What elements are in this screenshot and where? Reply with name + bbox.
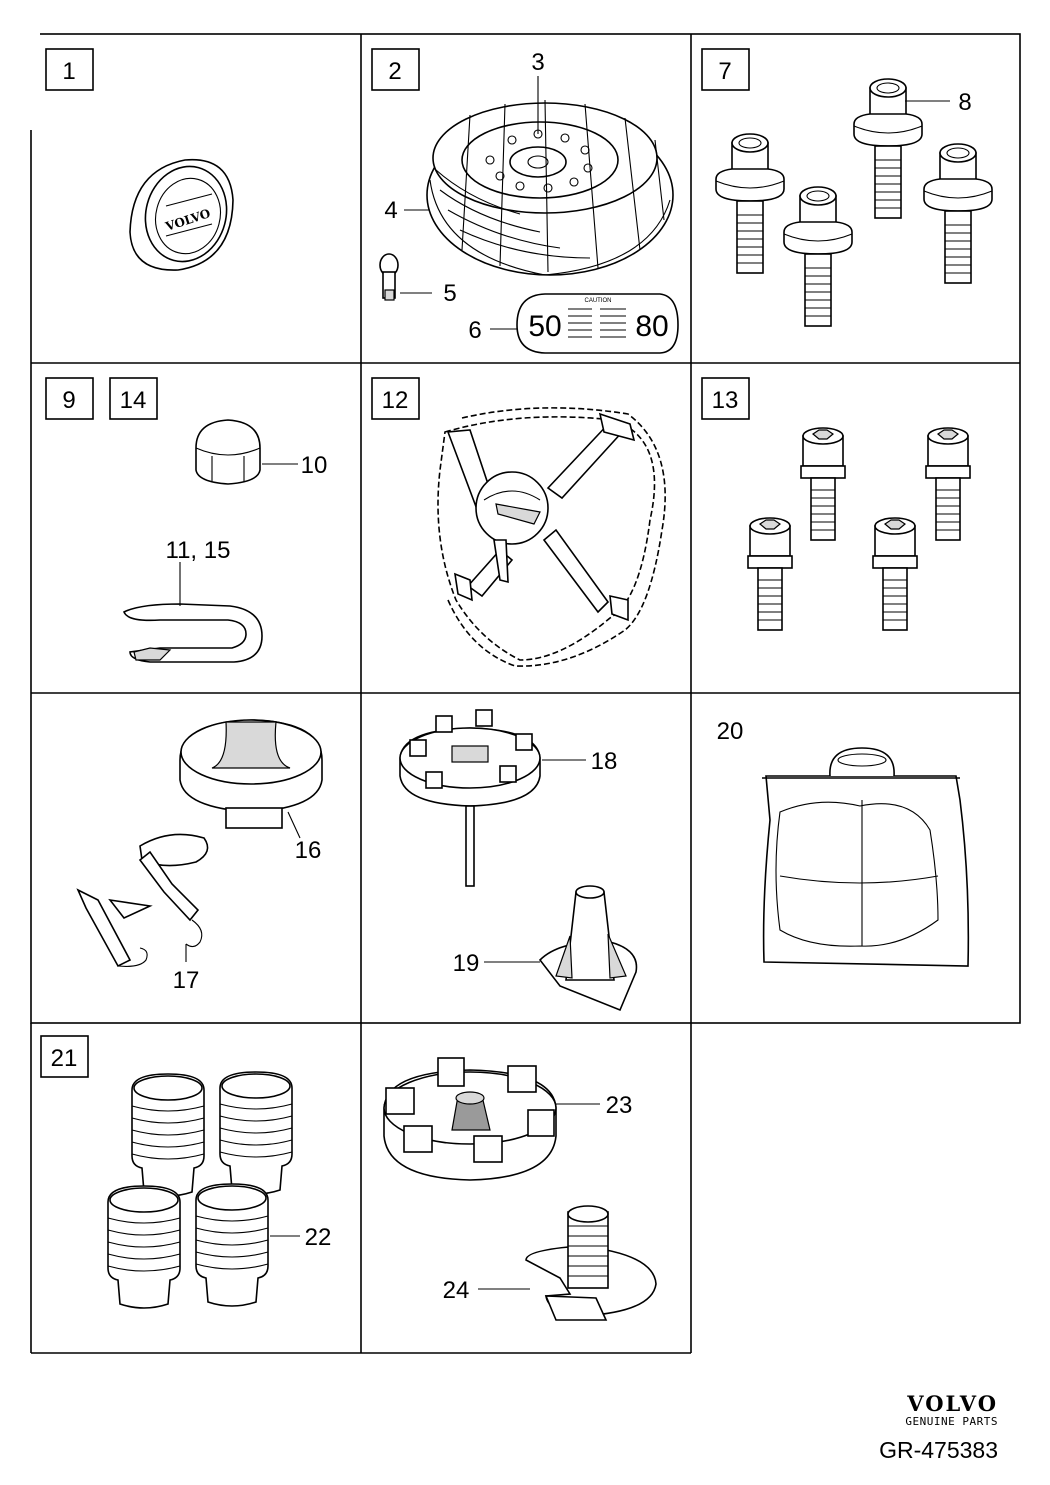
panel-9-14: 9 14 10 11, 15 bbox=[45, 377, 328, 663]
lock-bolt-icon bbox=[925, 427, 971, 541]
lock-bolt-icon bbox=[800, 427, 846, 541]
bolt-cap-icon bbox=[195, 419, 261, 485]
callout-3: 3 bbox=[531, 49, 544, 76]
callout-19: 19 bbox=[453, 950, 480, 977]
panel-number: 12 bbox=[382, 387, 409, 414]
panel-number: 2 bbox=[388, 58, 401, 85]
panel-18-19: 18 19 bbox=[399, 709, 638, 1012]
panel-number: 9 bbox=[62, 387, 75, 414]
decal-heading: CAUTION bbox=[585, 298, 612, 304]
decal-speed-right: 80 bbox=[635, 310, 668, 343]
panel-number-box bbox=[40, 1035, 89, 1078]
wing-nut-icon bbox=[525, 1205, 657, 1321]
storage-bag-icon bbox=[762, 747, 970, 967]
valve-cap-icon bbox=[195, 1183, 269, 1307]
panel-2: 2 3 4 5 bbox=[371, 48, 679, 354]
decal-speed-left: 50 bbox=[528, 310, 561, 343]
panel-number-box bbox=[701, 48, 750, 91]
panel-number-box bbox=[109, 377, 158, 420]
lock-bolt-icon bbox=[747, 517, 793, 631]
callout-8: 8 bbox=[958, 89, 971, 116]
callout-16: 16 bbox=[295, 837, 322, 864]
valve-icon bbox=[379, 253, 399, 301]
callout-11-15: 11, 15 bbox=[166, 537, 231, 564]
wheel-holder-icon bbox=[383, 1057, 557, 1181]
panel-number-box bbox=[45, 48, 94, 91]
lock-bolt-icon bbox=[872, 517, 918, 631]
wheel-bolt-icon bbox=[923, 143, 993, 284]
callout-17: 17 bbox=[173, 967, 200, 994]
panel-number: 21 bbox=[51, 1045, 78, 1072]
hub-cap-icon: VOLVO bbox=[129, 158, 234, 271]
panel-number-box bbox=[371, 48, 420, 91]
valve-cap-icon bbox=[131, 1073, 205, 1197]
genuine-parts-tagline: GENUINE PARTS bbox=[905, 1415, 998, 1428]
panel-grid bbox=[30, 33, 1021, 1354]
valve-cap-icon bbox=[107, 1185, 181, 1309]
panel-number: 14 bbox=[120, 387, 147, 414]
panel-20: 20 bbox=[717, 718, 970, 967]
callout-10: 10 bbox=[301, 452, 328, 479]
strap-icon bbox=[76, 833, 209, 968]
valve-cap-icon bbox=[219, 1071, 293, 1195]
panel-number-box bbox=[45, 377, 94, 420]
panel-number: 1 bbox=[62, 58, 75, 85]
panel-number: 7 bbox=[718, 58, 731, 85]
panel-number: 13 bbox=[712, 387, 739, 414]
removal-tool-icon bbox=[122, 603, 263, 663]
volvo-logo: VOLVO bbox=[907, 1391, 998, 1416]
callout-6: 6 bbox=[468, 317, 481, 344]
panel-23-24: 23 24 bbox=[383, 1057, 657, 1321]
wheel-bolt-icon bbox=[853, 78, 923, 219]
jack-base-icon bbox=[399, 709, 541, 887]
callout-24: 24 bbox=[443, 1277, 470, 1304]
callout-4: 4 bbox=[384, 197, 397, 224]
panel-number-box bbox=[701, 377, 750, 420]
spare-wheel-icon bbox=[426, 99, 674, 276]
footer: VOLVO GENUINE PARTS GR-475383 bbox=[879, 1393, 998, 1464]
wheel-bolt-icon bbox=[715, 133, 785, 274]
foam-support-icon bbox=[179, 719, 323, 829]
diagram-reference-code: GR-475383 bbox=[879, 1437, 998, 1463]
callout-5: 5 bbox=[443, 280, 456, 307]
speed-decal-icon: 50 80 CAUTION bbox=[516, 293, 679, 354]
panel-21: 21 bbox=[0, 0, 89, 1078]
snow-chain-icon bbox=[437, 407, 666, 667]
panel-12: 12 bbox=[371, 377, 666, 667]
callout-23: 23 bbox=[606, 1092, 633, 1119]
panel-16-17: 16 17 bbox=[76, 719, 323, 994]
spacer-icon bbox=[538, 885, 638, 1012]
panel-number-box bbox=[371, 377, 420, 420]
callout-18: 18 bbox=[591, 748, 618, 775]
wheel-bolt-icon bbox=[783, 186, 853, 327]
callout-20: 20 bbox=[717, 718, 744, 745]
callout-22: 22 bbox=[305, 1224, 332, 1251]
panel-1: 1 VOLVO bbox=[45, 48, 234, 271]
